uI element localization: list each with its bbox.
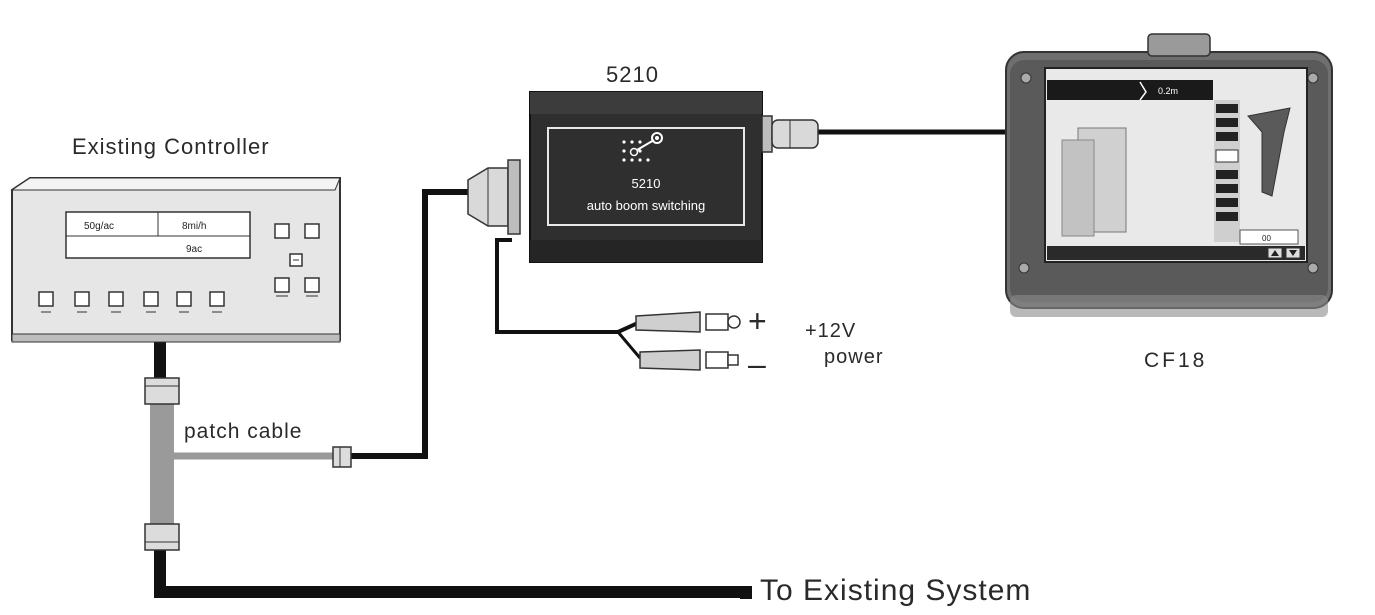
lcd-speed: 8mi/h xyxy=(182,221,206,232)
tablet-screw-bl xyxy=(1018,262,1030,274)
lcd-rate: 50g/ac xyxy=(84,221,114,232)
existing-controller-label: Existing Controller xyxy=(72,134,270,159)
boom-switch-4 xyxy=(143,291,159,307)
module-5210: 5210 auto boom switching xyxy=(467,91,819,263)
to-existing-system-label: To Existing System xyxy=(760,574,1032,607)
tablet-screw-tr xyxy=(1307,72,1319,84)
voltage-label: +12V xyxy=(805,320,857,342)
controller-lcd: 50g/ac 8mi/h 9ac xyxy=(65,211,251,259)
boom-switch-5 xyxy=(176,291,192,307)
module-serial-connector xyxy=(761,115,819,153)
negative-lead-connector xyxy=(639,349,739,371)
boom-switch-3 xyxy=(108,291,124,307)
cf18-tablet: 0.2m 00 xyxy=(1005,33,1333,317)
power-cable-lower xyxy=(616,331,642,359)
tablet-screw-tl xyxy=(1020,72,1032,84)
boom-switch-row xyxy=(38,291,225,307)
module-logo-icon xyxy=(622,132,663,162)
power-label: power xyxy=(824,346,884,368)
boom-switch-2 xyxy=(74,291,90,307)
module-title-label: 5210 xyxy=(606,62,659,87)
minus-sign: – xyxy=(748,346,766,382)
key-3 xyxy=(274,277,290,293)
boom-switch-6 xyxy=(209,291,225,307)
tablet-screw-br xyxy=(1307,262,1319,274)
power-cable xyxy=(495,238,641,334)
module-panel-line1: 5210 xyxy=(632,176,661,191)
module-panel-line2: auto boom switching xyxy=(587,198,706,213)
patch-cable-label: patch cable xyxy=(184,420,303,443)
patch-cable-connector xyxy=(332,446,352,468)
power-leads xyxy=(635,311,741,371)
key-2 xyxy=(304,223,320,239)
cable-sleeve xyxy=(150,400,174,530)
positive-lead-connector xyxy=(635,311,741,333)
module-input-connector xyxy=(467,159,521,235)
key-4 xyxy=(304,277,320,293)
screen-value: 00 xyxy=(1262,234,1271,243)
boom-switch-1 xyxy=(38,291,54,307)
tablet-screen: 0.2m 00 xyxy=(1044,67,1308,263)
tablet-label: CF18 xyxy=(1144,349,1208,372)
module-input-cable xyxy=(350,189,470,459)
key-1 xyxy=(274,223,290,239)
plus-sign: + xyxy=(748,303,767,339)
existing-system-terminal xyxy=(740,586,752,599)
main-cable xyxy=(154,340,740,598)
lcd-area: 9ac xyxy=(186,244,202,255)
top-cable-connector xyxy=(144,377,180,405)
bottom-cable-connector xyxy=(144,523,180,551)
screen-distance: 0.2m xyxy=(1158,86,1178,96)
existing-controller: 50g/ac 8mi/h 9ac xyxy=(10,177,341,343)
